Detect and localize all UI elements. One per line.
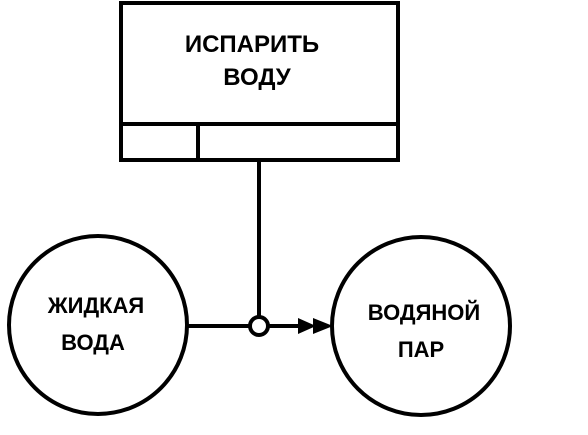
output-object-label-line2: ПАР — [398, 337, 444, 362]
junction-circle — [248, 315, 270, 337]
input-object-circle — [7, 234, 189, 416]
process-box-frame — [119, 1, 400, 162]
output-object-circle — [330, 235, 512, 417]
process-box: ИСПАРИТЬ ВОДУ — [119, 1, 400, 162]
arrowhead-second — [313, 318, 333, 334]
process-label-line1: ИСПАРИТЬ — [185, 31, 319, 58]
process-label-line2: ВОДУ — [223, 64, 291, 91]
input-object-label-line1: ЖИДКАЯ — [47, 293, 145, 318]
input-object-label-line2: ВОДА — [61, 330, 125, 355]
input-object: ЖИДКАЯ ВОДА — [7, 234, 189, 416]
arrowhead-first — [298, 318, 316, 334]
output-object-label-line1: ВОДЯНОЙ — [368, 300, 480, 325]
output-object: ВОДЯНОЙ ПАР — [330, 235, 512, 417]
